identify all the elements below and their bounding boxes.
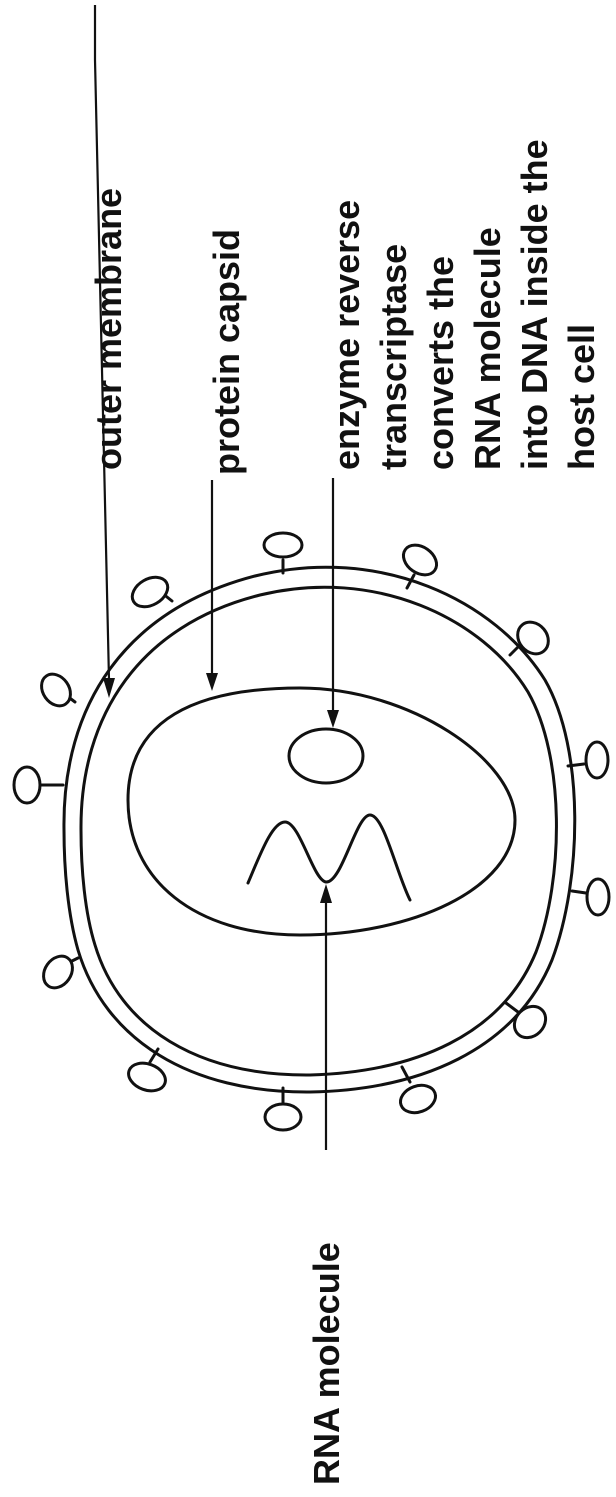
outer-membrane-inner-line: [81, 587, 556, 1075]
surface-spikes: [14, 533, 609, 1130]
label-enzyme: enzyme reverse transcriptase converts th…: [326, 139, 602, 470]
label-enzyme-line-4: RNA molecule: [467, 227, 508, 470]
spike: [568, 742, 608, 778]
spike: [14, 767, 63, 803]
label-enzyme-line-1: enzyme reverse: [326, 200, 367, 470]
spike: [398, 539, 442, 588]
outer-membrane: [64, 567, 575, 1092]
outer-membrane-outer-line: [64, 567, 575, 1092]
label-outer-membrane: outer membrane: [88, 188, 129, 470]
pointer-rna-molecule: [320, 884, 332, 1150]
spike: [265, 1088, 301, 1130]
label-enzyme-line-6: host cell: [561, 324, 602, 470]
rna-molecule-strand: [248, 815, 410, 900]
spike: [572, 879, 609, 915]
spike: [506, 1000, 552, 1044]
spike: [38, 951, 79, 994]
spike: [510, 616, 555, 660]
label-rna-molecule: RNA molecule: [306, 1242, 347, 1485]
spike: [36, 669, 77, 712]
label-enzyme-line-3: converts the: [420, 256, 461, 470]
label-protein-capsid: protein capsid: [206, 229, 247, 475]
reverse-transcriptase-enzyme: [289, 729, 363, 783]
label-enzyme-line-5: into DNA inside the: [514, 139, 555, 470]
pointer-protein-capsid: [206, 480, 218, 691]
spike: [264, 533, 302, 573]
protein-capsid: [128, 688, 515, 935]
spike: [127, 571, 173, 613]
label-enzyme-line-2: transcriptase: [373, 244, 414, 470]
